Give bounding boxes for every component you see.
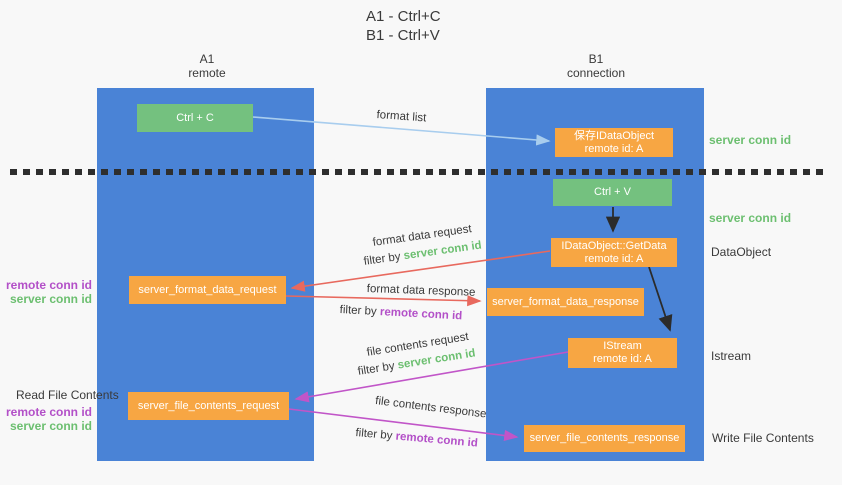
left-remote-conn-id-2: remote conn id (5, 405, 92, 419)
node-idataobject-getdata-line1: IDataObject::GetData (561, 239, 667, 252)
right-dataobject-label: DataObject (711, 245, 772, 259)
left-remote-conn-id-1: remote conn id (5, 278, 92, 292)
node-save-idataobject-line2: remote id: A (584, 142, 644, 155)
left-conn-id-stack-1: remote conn id server conn id (0, 278, 92, 306)
label-format-list: format list (376, 109, 427, 125)
session-divider-dotted-line (10, 169, 828, 175)
node-save-idataobject: 保存IDataObject remote id: A (555, 128, 673, 157)
node-ctrl-v: Ctrl + V (553, 179, 672, 206)
right-istream-label: Istream (711, 349, 752, 363)
node-ctrl-c: Ctrl + C (137, 104, 253, 132)
node-istream-line2: remote id: A (593, 353, 652, 365)
filter-remote-conn-id-2: remote conn id (395, 430, 479, 450)
lane-header-b1: B1 connection (536, 52, 656, 80)
filter-by-text-3: filter by (357, 360, 396, 378)
label-file-contents-response: file contents response (374, 395, 488, 421)
lane-b1-title: B1 (588, 52, 604, 66)
node-server-file-contents-request-label: server_file_contents_request (137, 399, 280, 412)
filter-by-text-1: filter by (363, 250, 402, 268)
lane-a1-title: A1 (199, 52, 215, 66)
label-filter-format-response: filter by remote conn id (339, 304, 462, 322)
node-istream-line1: IStream (603, 340, 642, 352)
node-server-file-contents-response-label: server_file_contents_response (529, 432, 680, 444)
node-idataobject-getdata-line2: remote id: A (584, 252, 644, 265)
node-ctrl-v-label: Ctrl + V (594, 186, 631, 198)
node-save-idataobject-line1: 保存IDataObject (573, 129, 655, 142)
node-server-format-data-response-label: server_format_data_response (492, 295, 639, 308)
left-server-conn-id-2: server conn id (9, 419, 92, 433)
filter-by-text-2: filter by (339, 304, 378, 318)
node-server-format-data-request: server_format_data_request (129, 276, 286, 304)
left-conn-id-stack-2: remote conn id server conn id (0, 405, 92, 433)
left-read-file-contents: Read File Contents (16, 388, 119, 402)
filter-by-text-4: filter by (354, 427, 393, 443)
right-server-conn-id-1: server conn id (709, 133, 792, 147)
right-write-file-contents: Write File Contents (712, 431, 814, 445)
lane-a1-subtitle: remote (188, 66, 226, 80)
node-server-file-contents-request: server_file_contents_request (128, 392, 289, 420)
title-line-ctrl-c: A1 - Ctrl+C (366, 8, 441, 25)
node-server-file-contents-response: server_file_contents_response (524, 425, 685, 452)
diagram-title: A1 - Ctrl+C B1 - Ctrl+V (366, 7, 441, 45)
lane-header-a1: A1 remote (147, 52, 267, 80)
node-idataobject-getdata: IDataObject::GetData remote id: A (551, 238, 677, 267)
lane-b1-subtitle: connection (566, 66, 626, 80)
left-server-conn-id-1: server conn id (9, 292, 92, 306)
label-format-data-response: format data response (366, 283, 476, 299)
node-istream: IStream remote id: A (568, 338, 677, 368)
node-ctrl-c-label: Ctrl + C (176, 111, 214, 124)
title-line-ctrl-v: B1 - Ctrl+V (366, 27, 440, 44)
node-server-format-data-response: server_format_data_response (487, 288, 644, 316)
right-server-conn-id-2: server conn id (709, 211, 792, 225)
node-server-format-data-request-label: server_format_data_request (138, 283, 277, 296)
label-filter-file-response: filter by remote conn id (355, 427, 478, 450)
filter-remote-conn-id-1: remote conn id (379, 306, 463, 323)
